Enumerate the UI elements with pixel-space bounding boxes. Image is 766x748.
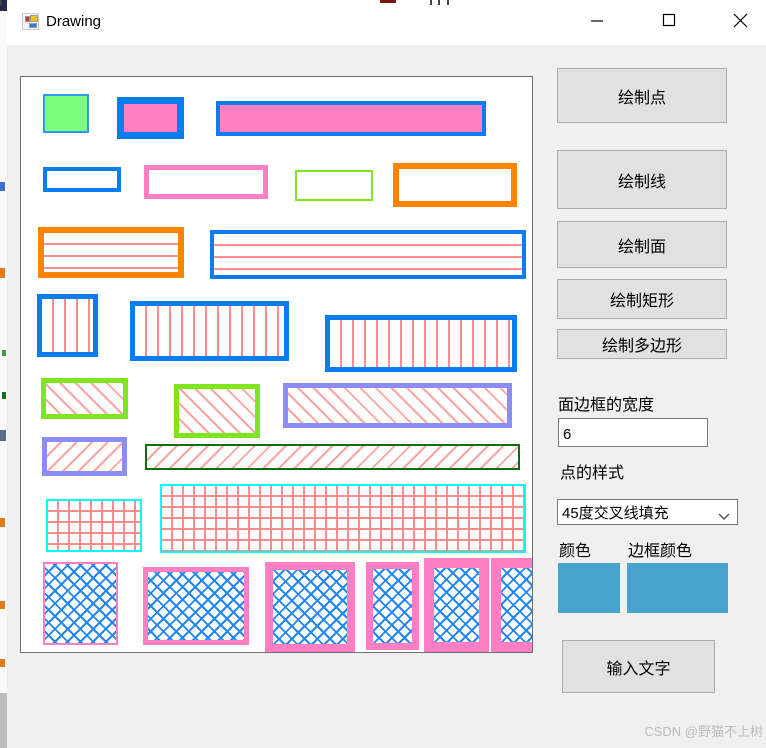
point-style-value: 45度交叉线填充 [562,504,669,522]
shape-rectangle [38,227,184,278]
chevron-down-icon [718,508,730,525]
shape-rectangle [210,230,526,279]
shape-rectangle [46,499,142,552]
draw-polygon-button[interactable]: 绘制多边形 [557,329,727,359]
shape-rectangle [117,97,184,139]
shape-rectangle [325,315,517,372]
input-text-button[interactable]: 输入文字 [562,640,715,693]
shape-rectangle [143,567,249,645]
shape-rectangle [145,444,520,470]
shape-rectangle [37,294,98,357]
point-style-label: 点的样式 [560,465,625,482]
shape-rectangle [130,301,289,361]
shape-rectangle [43,167,121,192]
shape-rectangle [174,384,260,438]
draw-line-button[interactable]: 绘制线 [557,150,727,209]
desktop-artifact [380,0,396,3]
shape-rectangle [491,558,532,652]
title-bar: Drawing [0,0,766,45]
desktop-edge-strip [0,0,7,748]
shape-rectangle [42,437,127,476]
shape-rectangle [366,562,419,650]
border-width-label: 面边框的宽度 [558,397,655,414]
desktop-artifact [0,0,2,5]
shape-rectangle [43,94,89,133]
minimize-icon [590,13,604,32]
fill-color-swatch[interactable] [558,563,620,613]
border-width-input[interactable] [558,418,708,447]
draw-rectangle-button[interactable]: 绘制矩形 [557,279,727,319]
desktop-artifact [438,0,440,5]
shape-rectangle [160,484,526,553]
maximize-button[interactable] [646,0,692,45]
shape-rectangle [265,562,355,652]
shape-rectangle [41,378,128,419]
shape-rectangle [43,562,118,645]
maximize-icon [662,13,676,32]
border-color-swatch[interactable] [627,563,728,613]
close-button[interactable] [717,0,763,45]
shape-rectangle [216,101,486,136]
app-icon [22,13,39,30]
draw-surface-button[interactable]: 绘制面 [557,221,727,268]
window-title: Drawing [46,13,102,30]
border-color-label: 边框颜色 [628,543,693,560]
fill-color-label: 颜色 [559,543,592,560]
shape-rectangle [424,558,489,652]
watermark-text: CSDN @野猫不上树 [644,724,763,739]
shape-rectangle [144,165,268,199]
desktop-artifact [430,0,432,5]
point-style-select[interactable]: 45度交叉线填充 [557,499,738,525]
shape-rectangle [295,170,373,201]
minimize-button[interactable] [574,0,620,45]
shape-rectangle [393,163,517,207]
drawing-canvas[interactable] [20,76,533,653]
draw-point-button[interactable]: 绘制点 [557,68,727,123]
close-icon [733,13,748,33]
desktop-artifact [447,0,449,5]
shape-rectangle [283,383,512,428]
